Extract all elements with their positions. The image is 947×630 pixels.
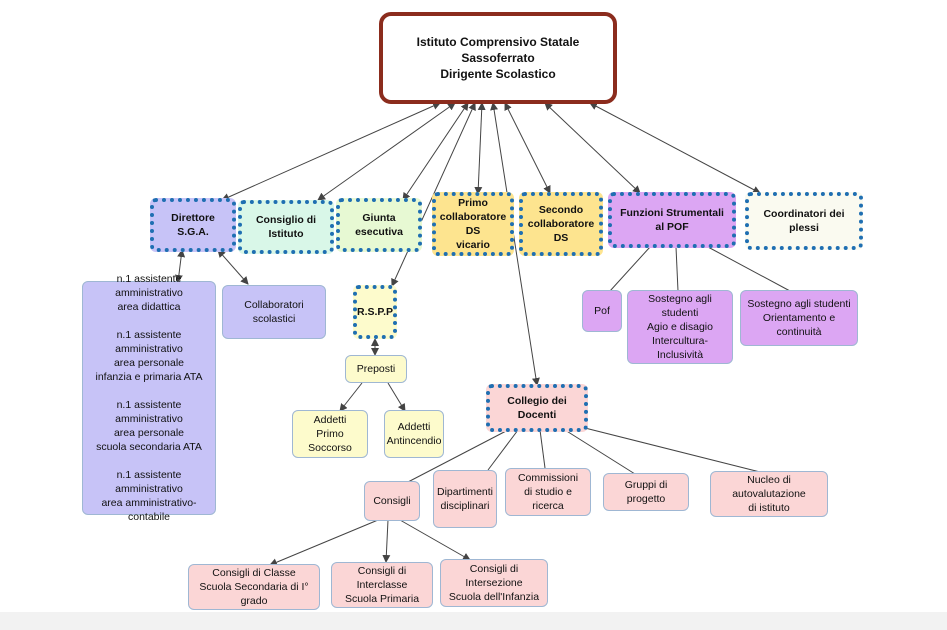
- link-consigli-classe: [269, 519, 379, 566]
- bottom-strip: [0, 612, 947, 630]
- link-root-primo: [474, 102, 486, 195]
- link-preposti-ai: [387, 382, 406, 412]
- link-root-coordinatori: [589, 102, 761, 194]
- link-funzioni-sostegno2: [707, 246, 791, 292]
- link-root-consiglio: [317, 102, 456, 201]
- link-collegio-dipartimenti: [487, 429, 519, 471]
- node-dipartimenti-disciplinari: Dipartimenti disciplinari: [433, 470, 497, 528]
- link-root-secondo: [504, 102, 551, 194]
- node-giunta-esecutiva: Giunta esecutiva: [336, 198, 422, 252]
- node-consiglio-istituto: Consiglio di Istituto: [238, 200, 334, 254]
- node-consigli-intersezione: Consigli di Intersezione Scuola dell'Inf…: [440, 559, 548, 607]
- node-collegio-docenti: Collegio dei Docenti: [486, 384, 588, 432]
- node-pof: Pof: [582, 290, 622, 332]
- link-collegio-consigli: [407, 429, 509, 483]
- link-root-dsga: [221, 102, 441, 201]
- link-funzioni-sostegno1: [675, 246, 679, 292]
- node-consigli-interclasse: Consigli di Interclasse Scuola Primaria: [331, 562, 433, 608]
- node-nucleo-autovalutazione: Nucleo di autovalutazione di istituto: [710, 471, 828, 517]
- node-secondo-collaboratore: Secondo collaboratore DS: [519, 192, 603, 256]
- node-primo-collaboratore: Primo collaboratore DS vicario: [432, 192, 514, 256]
- link-funzioni-pof: [609, 246, 651, 292]
- node-commissioni: Commissioni di studio e ricerca: [505, 468, 591, 516]
- link-dsga-collaboratori: [217, 249, 249, 285]
- link-preposti-ps: [339, 382, 363, 412]
- node-sostegno-orientamento: Sostegno agli studenti Orientamento e co…: [740, 290, 858, 346]
- link-collegio-nucleo: [584, 427, 761, 473]
- link-root-giunta: [402, 102, 469, 201]
- link-collegio-gruppi: [564, 429, 636, 475]
- node-addetti-primo-soccorso: Addetti Primo Soccorso: [292, 410, 368, 458]
- link-root-funzioni: [544, 102, 641, 194]
- link-consigli-interclasse: [382, 519, 391, 563]
- node-collaboratori-scolastici: Collaboratori scolastici: [222, 285, 326, 339]
- link-collegio-commissioni: [539, 429, 546, 469]
- node-direttore-sga: Direttore S.G.A.: [150, 198, 236, 252]
- node-addetti-antincendio: Addetti Antincendio: [384, 410, 444, 458]
- node-funzioni-strumentali: Funzioni Strumentali al POF: [608, 192, 736, 248]
- node-preposti: Preposti: [345, 355, 407, 383]
- root-node-dirigente: Istituto Comprensivo Statale Sassoferrat…: [379, 12, 617, 104]
- node-sostegno-agio-disagio: Sostegno agli studenti Agio e disagio In…: [627, 290, 733, 364]
- link-root-collegio: [490, 102, 540, 386]
- node-gruppi-progetto: Gruppi di progetto: [603, 473, 689, 511]
- node-consigli: Consigli: [364, 481, 420, 521]
- node-coordinatori-plessi: Coordinatori dei plessi: [745, 192, 863, 250]
- node-rspp: R.S.P.P: [353, 285, 397, 339]
- link-dsga-assistenti: [174, 249, 186, 283]
- node-assistenti-amministrativi: n.1 assistente amministrativo area didat…: [82, 273, 216, 523]
- node-consigli-classe: Consigli di Classe Scuola Secondaria di …: [188, 564, 320, 610]
- link-consigli-intersezione: [399, 519, 471, 561]
